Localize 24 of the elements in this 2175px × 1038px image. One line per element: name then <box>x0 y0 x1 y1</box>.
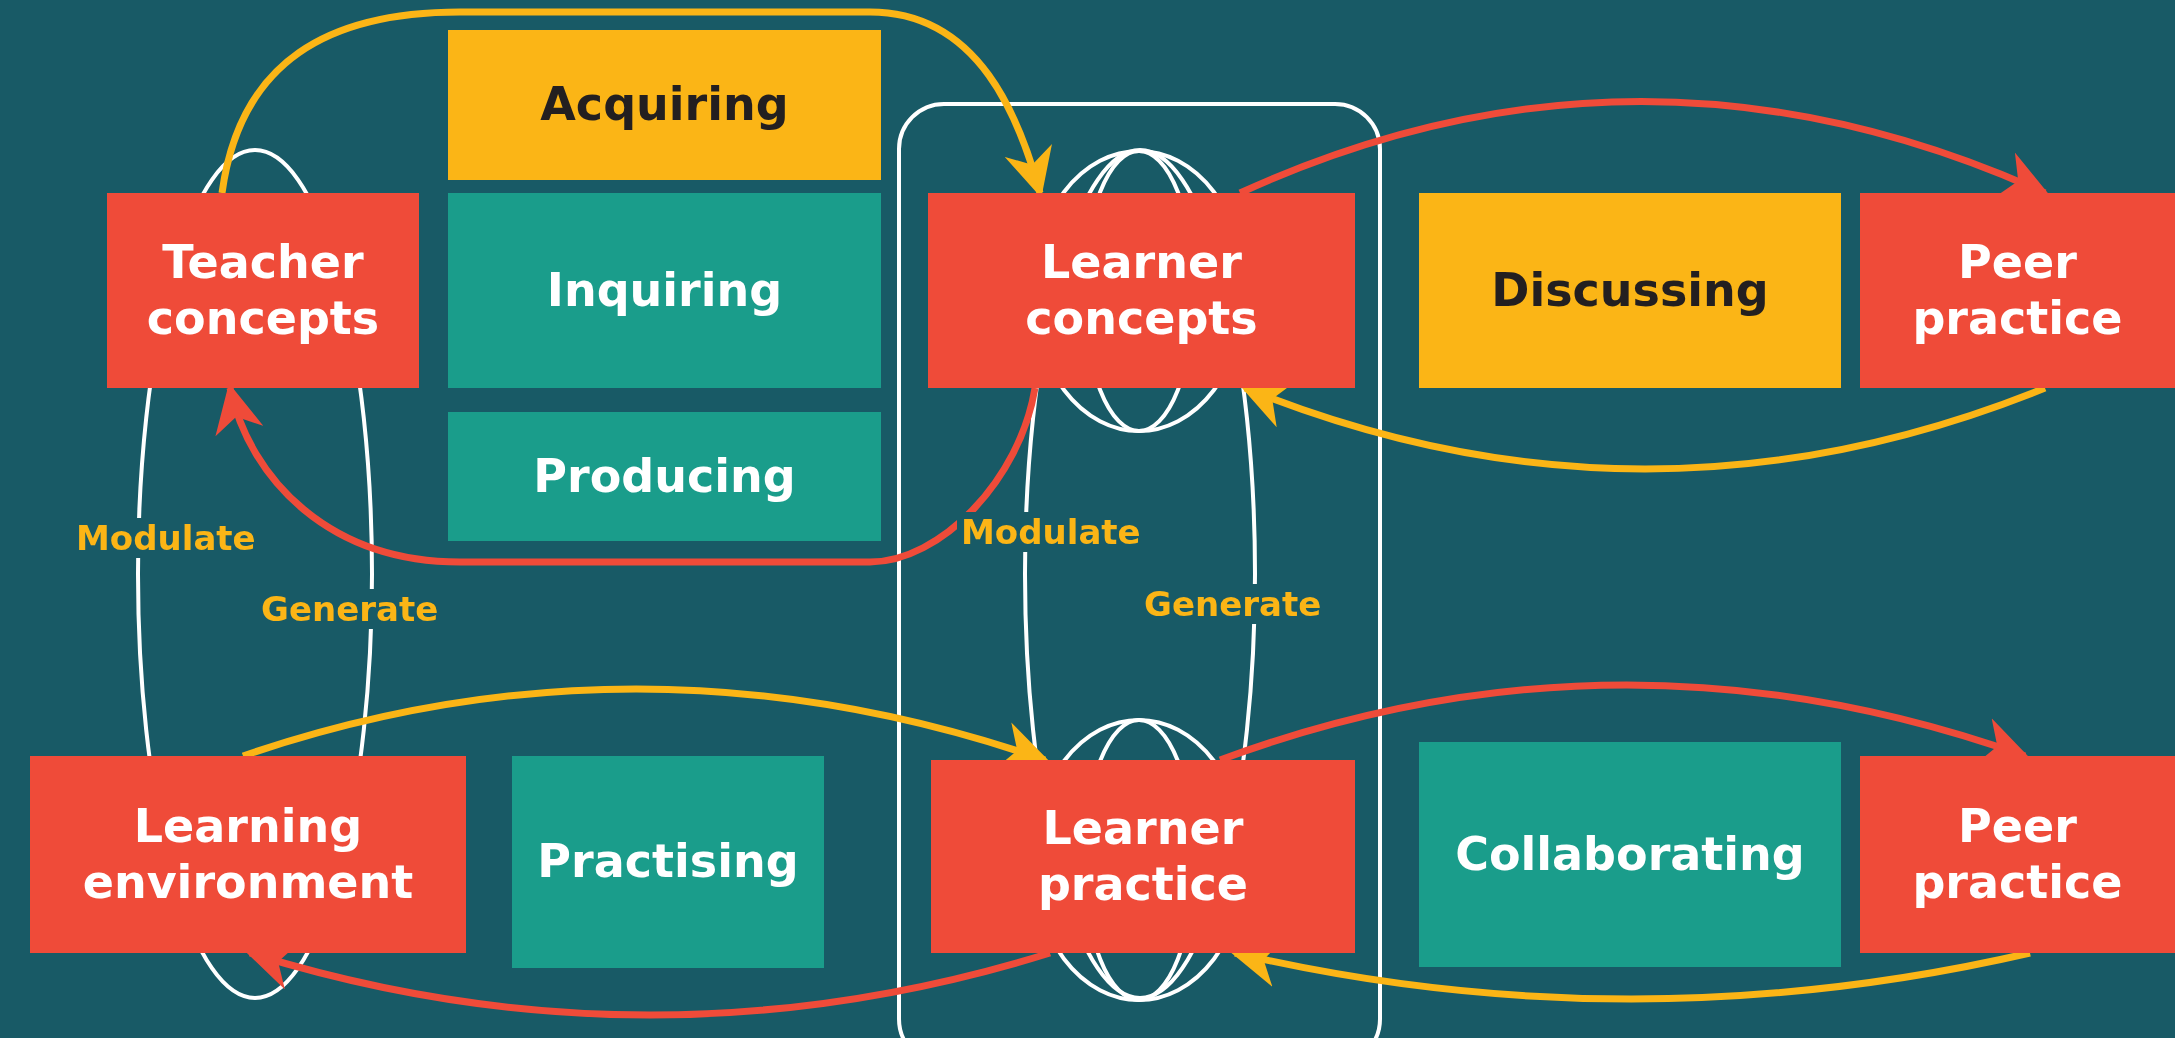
box-label: Acquiring <box>540 77 789 133</box>
concept-box <box>107 193 419 388</box>
box-label: Inquiring <box>546 262 783 319</box>
box-label: Practising <box>537 834 799 890</box>
box-label: Producing <box>533 448 796 505</box>
concept-box <box>928 193 1355 388</box>
box-label: Collaborating <box>1455 826 1805 883</box>
box-label: Learning environment <box>81 799 415 910</box>
box-label: Discussing <box>1491 262 1769 319</box>
concept-box <box>1419 742 1841 967</box>
concept-box <box>448 412 881 541</box>
concept-box <box>1860 756 2175 953</box>
concept-box <box>448 30 881 180</box>
concept-box <box>30 756 466 953</box>
concept-box <box>931 760 1355 953</box>
box-label: Learner practice <box>1036 801 1250 912</box>
box-label: Learner concepts <box>1024 235 1259 346</box>
box-label: Peer practice <box>1911 235 2124 346</box>
concept-box <box>1860 193 2175 388</box>
box-label: Peer practice <box>1911 799 2124 910</box>
concept-box <box>1419 193 1841 388</box>
box-label: Teacher concepts <box>145 235 381 346</box>
concept-box <box>448 193 881 388</box>
concept-box <box>512 756 824 968</box>
